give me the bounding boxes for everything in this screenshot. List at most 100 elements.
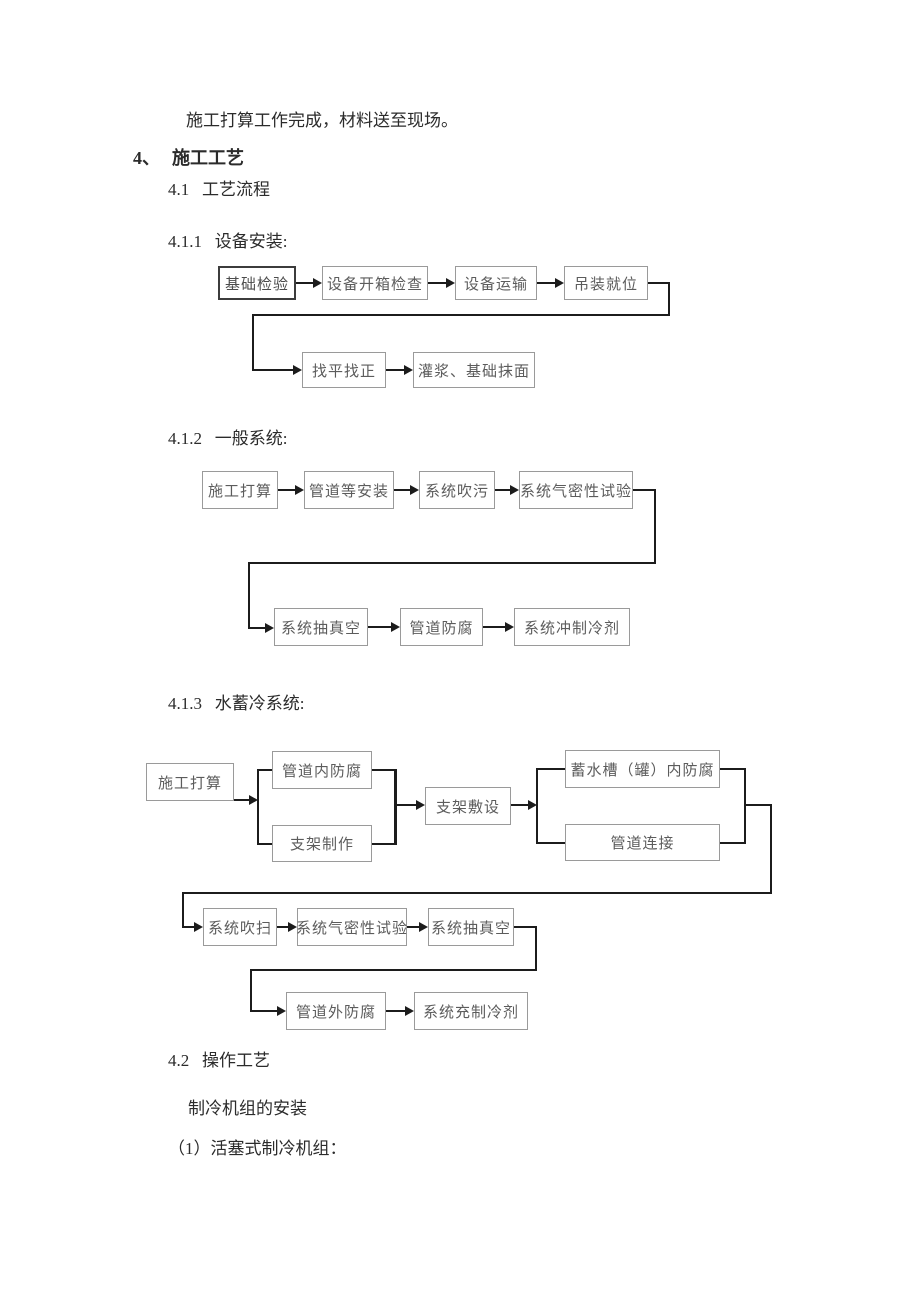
- flow-step: 蓄水槽（罐）内防腐: [565, 750, 720, 788]
- flow-line: [278, 489, 295, 491]
- section-4-2-subtitle: 制冷机组的安装: [188, 1099, 307, 1118]
- arrow-right-icon: [249, 795, 258, 805]
- arrow-right-icon: [295, 485, 304, 495]
- flow-line: [770, 804, 772, 894]
- flow-line: [394, 769, 397, 845]
- flow-line: [234, 799, 250, 801]
- flow-step: 支架制作: [272, 825, 372, 862]
- flow-step: 系统气密性试验: [519, 471, 633, 509]
- section-4-1-1-title: 4.1.1 设备安装:: [168, 232, 288, 251]
- arrow-right-icon: [391, 622, 400, 632]
- flow-step: 设备运输: [455, 266, 537, 300]
- flow-line: [250, 969, 252, 1011]
- flow-line: [372, 843, 396, 845]
- flow-line: [720, 768, 746, 770]
- arrow-right-icon: [313, 278, 322, 288]
- flow-line: [744, 768, 746, 844]
- arrow-right-icon: [410, 485, 419, 495]
- heading-number: 4、: [133, 148, 160, 168]
- flow-step: 管道内防腐: [272, 751, 372, 789]
- flow-line: [277, 926, 289, 928]
- flow-line: [182, 926, 195, 928]
- flow-line: [648, 282, 670, 284]
- arrow-right-icon: [293, 365, 302, 375]
- flow-line: [252, 314, 254, 370]
- flow-line: [250, 1010, 278, 1012]
- flow-line: [633, 489, 656, 491]
- arrow-right-icon: [288, 922, 297, 932]
- flow-line: [511, 804, 528, 806]
- arrow-right-icon: [446, 278, 455, 288]
- arrow-right-icon: [277, 1006, 286, 1016]
- flow-step: 管道防腐: [400, 608, 483, 646]
- flow-line: [428, 282, 447, 284]
- flow-step: 系统抽真空: [428, 908, 514, 946]
- flow-line: [252, 314, 670, 316]
- flow-line: [182, 892, 184, 927]
- flow-line: [536, 842, 565, 844]
- flow-step: 系统吹污: [419, 471, 495, 509]
- heading-section-4: 4、施工工艺: [133, 144, 244, 170]
- flow-line: [407, 926, 420, 928]
- flow-line: [394, 489, 410, 491]
- flow-line: [248, 627, 266, 629]
- heading-title: 施工工艺: [172, 148, 244, 168]
- flow-line: [720, 842, 746, 844]
- flow-step: 基础检验: [218, 266, 296, 300]
- flow-step: 系统抽真空: [274, 608, 368, 646]
- intro-paragraph: 施工打算工作完成，材料送至现场。: [186, 111, 458, 130]
- flow-step: 系统气密性试验: [296, 908, 407, 946]
- flow-line: [372, 769, 396, 771]
- flow-line: [495, 489, 510, 491]
- flow-step: 支架敷设: [425, 787, 511, 825]
- flow-line: [514, 926, 537, 928]
- arrow-right-icon: [416, 800, 425, 810]
- section-4-1-2-title: 4.1.2 一般系统:: [168, 429, 288, 448]
- flow-step: 系统冲制冷剂: [514, 608, 630, 646]
- flow-line: [535, 926, 537, 971]
- flow-line: [397, 804, 416, 806]
- flow-line: [257, 843, 272, 845]
- flow-line: [248, 562, 656, 564]
- arrow-right-icon: [505, 622, 514, 632]
- flow-line: [536, 768, 538, 844]
- section-4-2-item-1: （1）活塞式制冷机组：: [168, 1139, 347, 1158]
- flow-line: [536, 768, 565, 770]
- flow-step: 管道外防腐: [286, 992, 386, 1030]
- flow-step: 找平找正: [302, 352, 386, 388]
- flow-line: [654, 489, 656, 564]
- flow-step: 灌浆、基础抹面: [413, 352, 535, 388]
- flow-step: 设备开箱检查: [322, 266, 428, 300]
- section-4-1-3-title: 4.1.3 水蓄冷系统:: [168, 694, 305, 713]
- flow-line: [537, 282, 556, 284]
- arrow-right-icon: [419, 922, 428, 932]
- flow-line: [386, 369, 404, 371]
- flow-line: [257, 769, 259, 845]
- flow-line: [744, 804, 772, 806]
- arrow-right-icon: [528, 800, 537, 810]
- flow-line: [668, 282, 670, 316]
- arrow-right-icon: [510, 485, 519, 495]
- flow-line: [368, 626, 392, 628]
- arrow-right-icon: [404, 365, 413, 375]
- flow-line: [182, 892, 772, 894]
- arrow-right-icon: [265, 623, 274, 633]
- arrow-right-icon: [194, 922, 203, 932]
- flow-step: 吊装就位: [564, 266, 648, 300]
- flow-line: [386, 1010, 405, 1012]
- flow-step: 施工打算: [146, 763, 234, 801]
- arrow-right-icon: [405, 1006, 414, 1016]
- flow-step: 管道连接: [565, 824, 720, 861]
- arrow-right-icon: [555, 278, 564, 288]
- section-4-2-title: 4.2 操作工艺: [168, 1051, 270, 1070]
- flow-line: [483, 626, 506, 628]
- flow-line: [248, 562, 250, 628]
- flow-step: 管道等安装: [304, 471, 394, 509]
- flow-line: [252, 369, 294, 371]
- section-4-1-title: 4.1 工艺流程: [168, 180, 270, 199]
- flow-line: [296, 282, 314, 284]
- flow-step: 系统吹扫: [203, 908, 277, 946]
- flow-step: 施工打算: [202, 471, 278, 509]
- flow-step: 系统充制冷剂: [414, 992, 528, 1030]
